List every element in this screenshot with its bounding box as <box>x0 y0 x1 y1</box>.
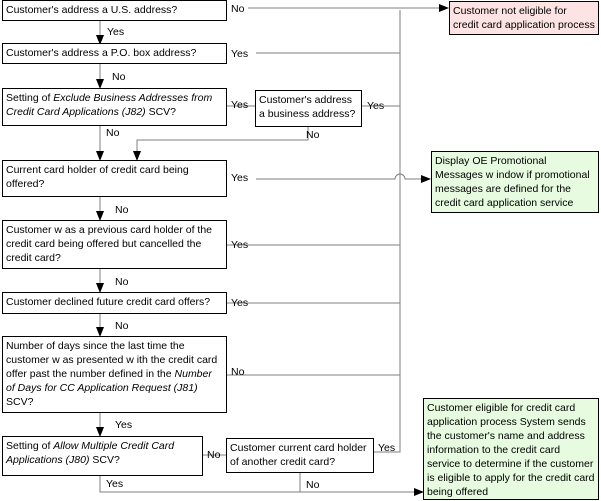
decision-days-since-scv: Number of Days for CC Application Reques… <box>6 368 212 394</box>
decision-days-since: Number of days since the last time the c… <box>2 336 227 413</box>
decision-exclude-business-prefix: Setting of <box>6 92 54 104</box>
label-business-yes: Yes <box>367 100 385 112</box>
outcome-not-eligible-text: Customer not eligible for credit card ap… <box>453 5 595 31</box>
decision-us-address: Customer's address a U.S. address? <box>2 0 227 21</box>
decision-previous-holder-text: Customer w as a previous card holder of … <box>6 224 213 264</box>
decision-exclude-business-suffix: SCV? <box>145 106 177 118</box>
decision-po-box: Customer's address a P.O. box address? <box>2 43 227 64</box>
decision-business-address: Customer's address a business address? <box>255 90 362 127</box>
label-declined-no: No <box>115 320 129 332</box>
decision-other-holder-text: Customer current card holder of another … <box>230 442 367 468</box>
label-multiple-yes: Yes <box>106 478 124 490</box>
decision-other-holder: Customer current card holder of another … <box>226 438 374 473</box>
label-current-no: No <box>115 204 129 216</box>
decision-exclude-business: Setting of Exclude Business Addresses fr… <box>2 88 227 126</box>
label-previous-yes: Yes <box>231 239 249 251</box>
connector-other-yes <box>373 10 401 453</box>
label-multiple-no: No <box>207 449 221 461</box>
decision-allow-multiple-scv: Allow Multiple Credit Card Applications … <box>6 440 175 466</box>
decision-allow-multiple-prefix: Setting of <box>6 440 54 452</box>
decision-current-holder-text: Current card holder of credit card being… <box>6 164 189 190</box>
label-exclude-no: No <box>106 127 120 139</box>
outcome-eligible-text: Customer eligible for credit card applic… <box>427 402 595 498</box>
label-days-no: No <box>231 366 245 378</box>
label-days-yes: Yes <box>115 419 133 431</box>
decision-business-address-text: Customer's address a business address? <box>259 94 356 120</box>
outcome-eligible: Customer eligible for credit card applic… <box>423 398 599 500</box>
outcome-promotional: Display OE Promotional Messages w indow … <box>431 151 599 213</box>
decision-allow-multiple-suffix: SCV? <box>89 454 120 466</box>
label-po-yes: Yes <box>231 48 249 60</box>
label-us-no: No <box>231 3 245 15</box>
decision-us-address-text: Customer's address a U.S. address? <box>6 4 178 16</box>
label-us-yes: Yes <box>107 26 125 38</box>
decision-exclude-business-scv: Exclude Business Addresses from Credit C… <box>6 92 213 118</box>
label-current-yes: Yes <box>231 172 249 184</box>
decision-current-holder: Current card holder of credit card being… <box>2 160 227 197</box>
decision-days-since-prefix: Number of days since the last time the c… <box>6 340 218 380</box>
label-exclude-yes: Yes <box>231 99 249 111</box>
connector-current-yes <box>256 173 431 183</box>
decision-declined-offers-text: Customer declined future credit card off… <box>6 296 211 308</box>
outcome-not-eligible: Customer not eligible for credit card ap… <box>449 1 599 35</box>
label-po-no: No <box>112 71 126 83</box>
connector-business-no <box>133 127 309 161</box>
decision-days-since-suffix: SCV? <box>6 396 34 408</box>
decision-previous-holder: Customer w as a previous card holder of … <box>2 220 227 269</box>
label-declined-yes: Yes <box>231 297 249 309</box>
label-other-yes: Yes <box>378 442 396 454</box>
label-previous-no: No <box>115 276 129 288</box>
decision-po-box-text: Customer's address a P.O. box address? <box>6 47 197 59</box>
label-business-no: No <box>306 129 320 141</box>
decision-declined-offers: Customer declined future credit card off… <box>2 292 227 314</box>
decision-allow-multiple: Setting of Allow Multiple Credit Card Ap… <box>2 436 203 476</box>
label-other-no: No <box>306 479 320 491</box>
outcome-promotional-text: Display OE Promotional Messages w indow … <box>435 155 590 209</box>
connector-multiple-yes <box>99 475 424 496</box>
